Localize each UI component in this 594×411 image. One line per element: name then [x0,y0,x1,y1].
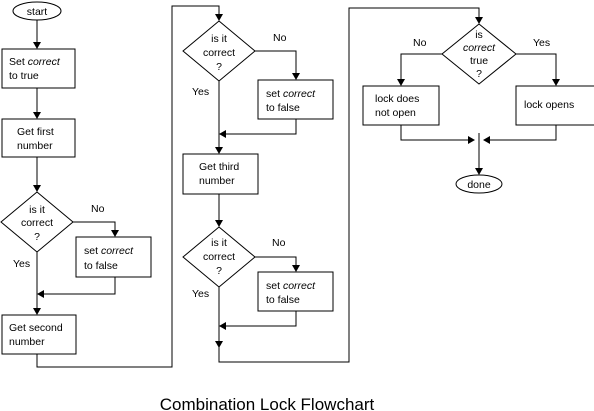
check2-line3: ? [216,61,222,73]
check-true-line4: ? [476,68,482,80]
lock-opens-box: lock opens [515,85,594,126]
check3-line3: ? [216,265,222,277]
get-second-line2: number [9,336,45,348]
check3-yes-label: Yes [192,288,209,300]
check-true-line2: correct [463,42,496,54]
done-label: done [467,179,491,191]
lock-no-open-line2: not open [375,107,416,119]
check1-no-label: No [91,203,105,215]
decision-check-third: is it correct ? [182,226,256,288]
get-third-line1: Get third [199,161,239,173]
set-false-2-line2: to false [266,102,300,114]
check3-line1: is it [211,237,227,249]
diagram-caption: Combination Lock Flowchart [160,395,375,411]
get-second-number-box: Get second number [1,314,77,355]
set-false-3-line1: set correct [266,280,316,292]
set-false-1-line1: set correct [84,245,134,257]
lock-opens-label: lock opens [524,99,574,111]
decision-check-second: is it correct ? [182,20,256,82]
get-third-line2: number [199,175,235,187]
set-false-box-2: set correct to false [257,79,334,120]
check-true-line1: is [475,29,483,41]
set-false-1-line2: to false [84,260,118,272]
check-true-line3: true [470,55,488,67]
get-first-number-box: Get first number [1,118,76,158]
lock-no-open-line1: lock does [375,93,419,105]
set-false-box-3: set correct to false [257,271,334,312]
check3-line2: correct [203,251,235,263]
check-true-no-label: No [413,37,427,49]
set-correct-true-line2: to true [9,70,39,82]
check1-yes-label: Yes [13,258,30,270]
check1-line3: ? [34,231,40,243]
decision-correct-true: is correct true ? [441,23,517,85]
check3-no-label: No [272,237,286,249]
set-false-box-1: set correct to false [75,236,152,278]
set-false-3-line2: to false [266,294,300,306]
set-false-2-line1: set correct [266,88,316,100]
lock-does-not-open-box: lock does not open [362,85,440,126]
check2-yes-label: Yes [192,86,209,98]
start-terminal: start [12,1,62,21]
done-terminal: done [455,174,503,194]
check1-line2: correct [21,217,53,229]
check2-line2: correct [203,47,235,59]
check1-line1: is it [29,204,45,216]
start-label: start [27,6,48,18]
check-true-yes-label: Yes [533,37,550,49]
check2-no-label: No [273,32,287,44]
decision-check-first: is it correct ? [0,191,74,253]
set-correct-true-box: Set correct to true [1,48,76,89]
check2-line1: is it [211,33,227,45]
get-second-line1: Get second [9,322,63,334]
get-third-number-box: Get third number [182,153,259,195]
set-correct-true-line1: Set correct [9,56,61,68]
get-first-line2: number [17,140,53,152]
get-first-line1: Get first [17,126,54,138]
